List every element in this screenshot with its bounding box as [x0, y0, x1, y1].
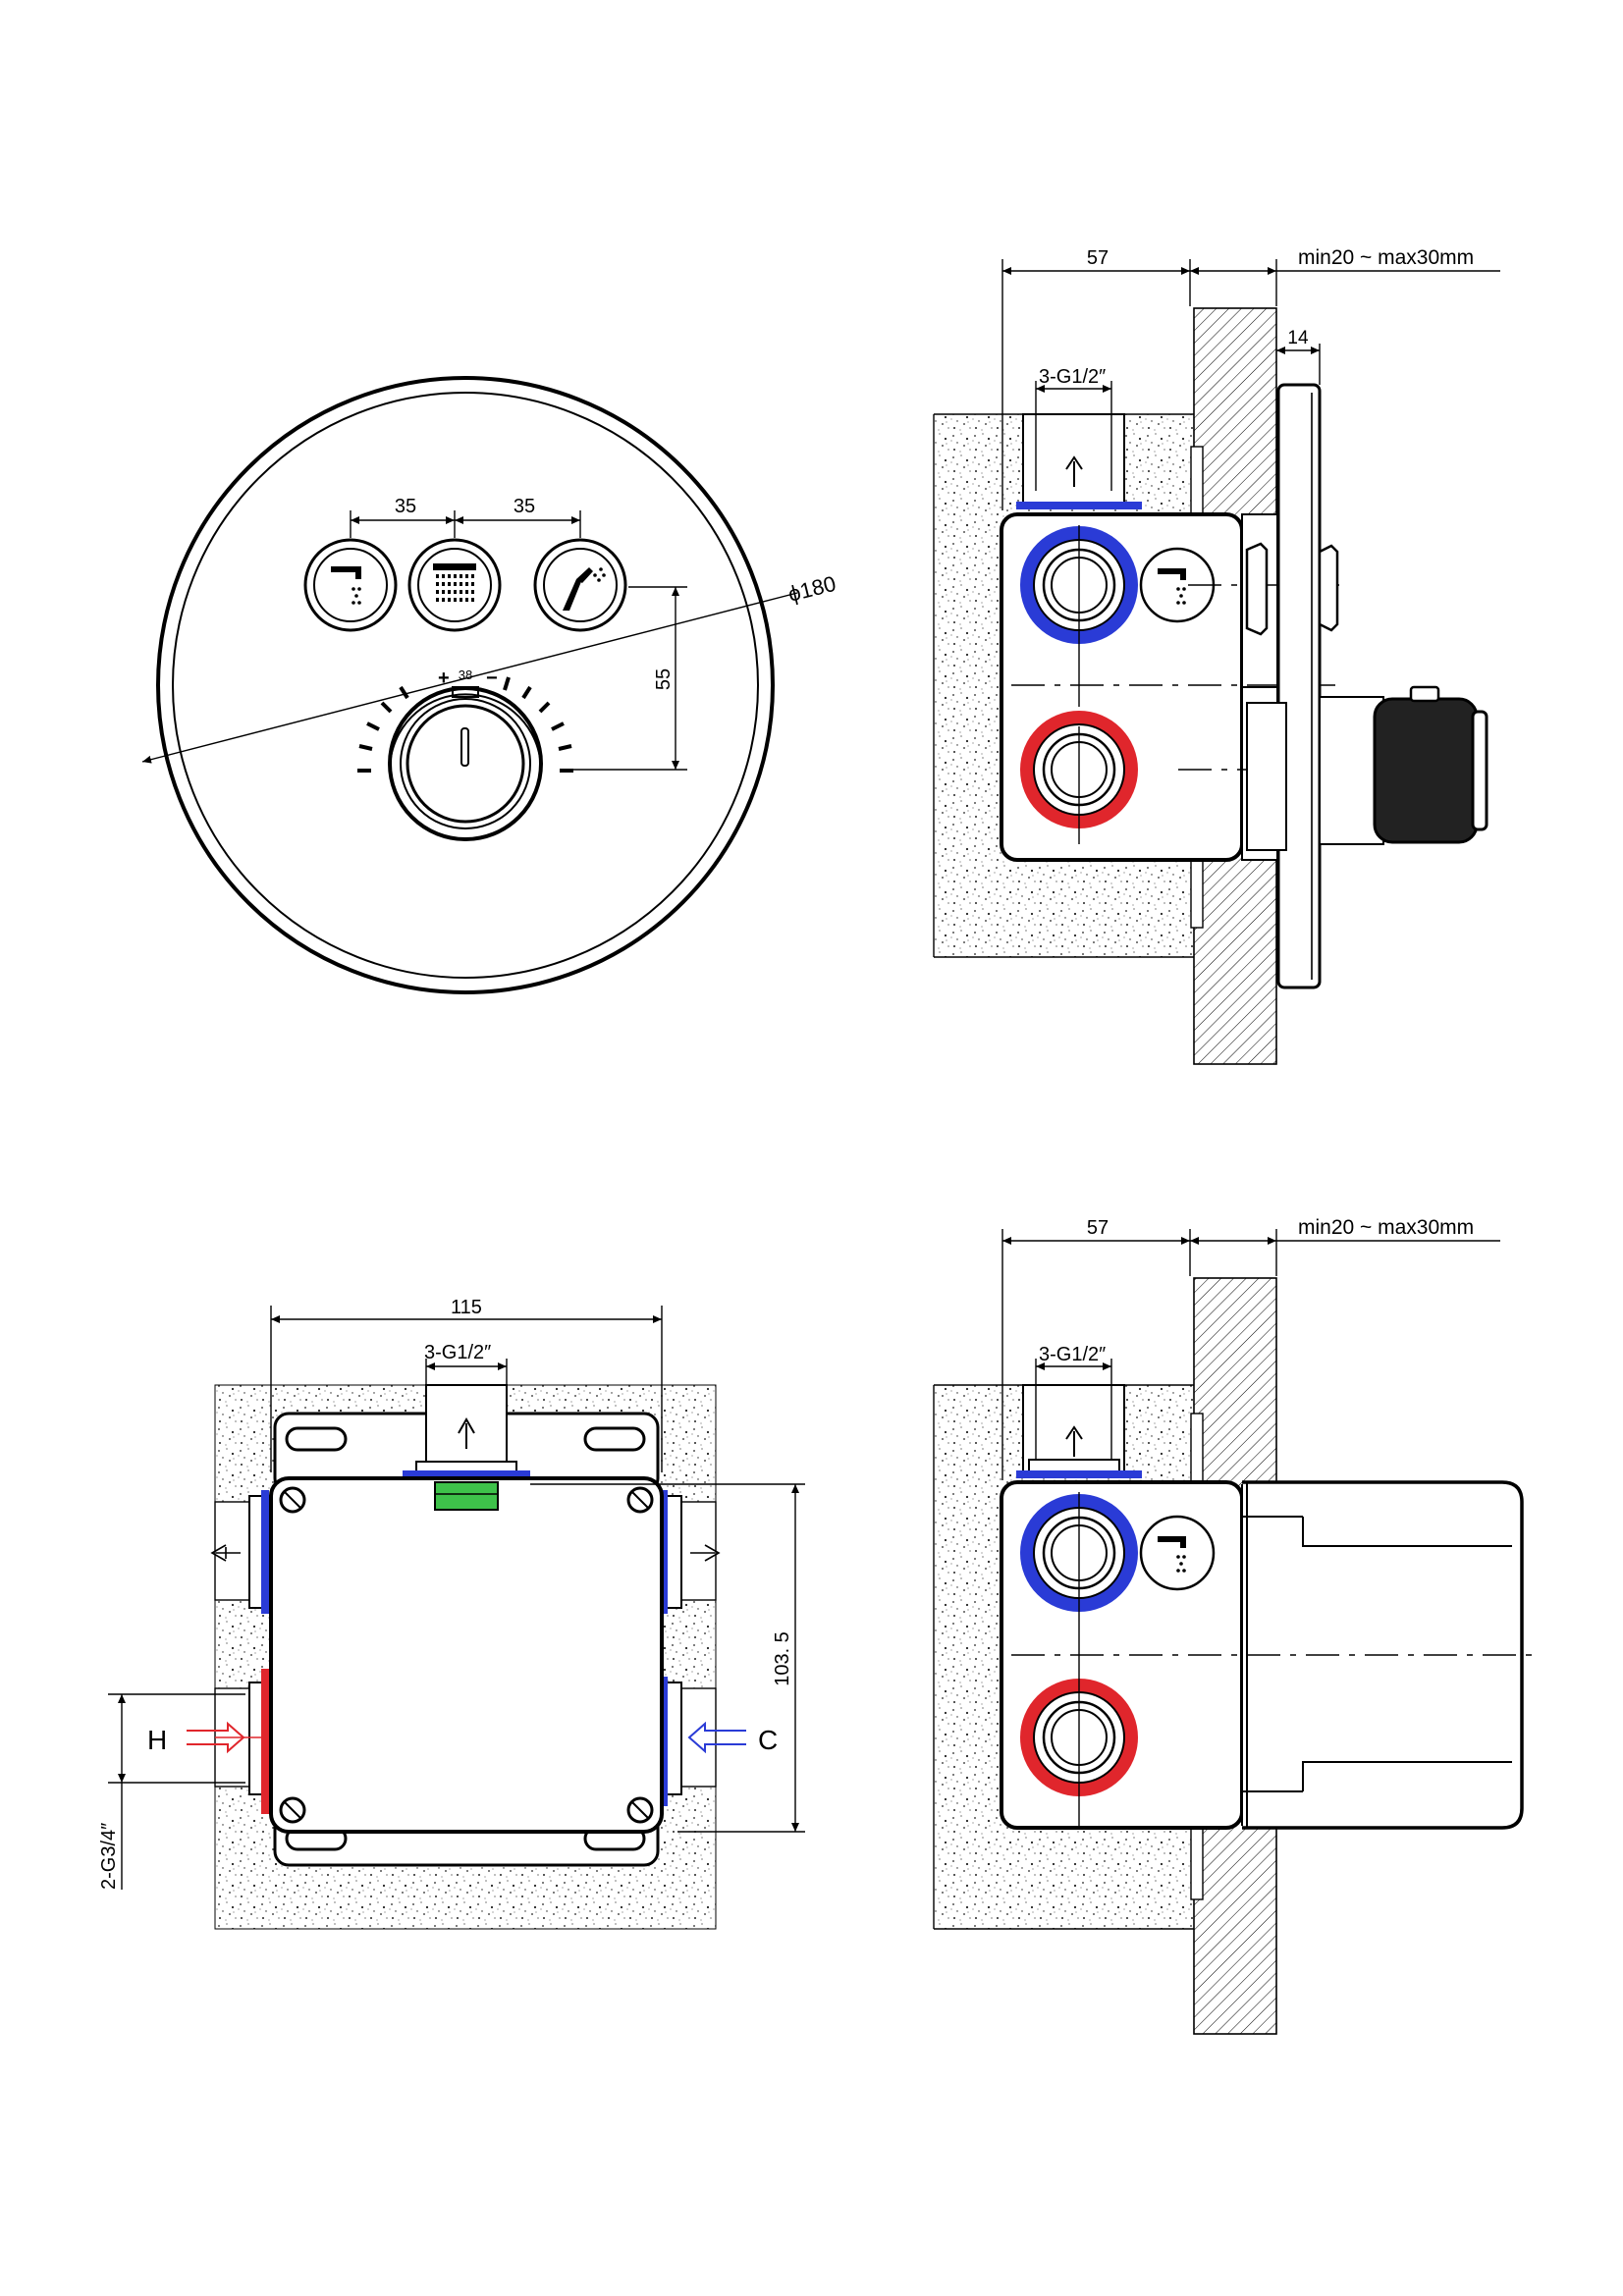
- cover-plate-inner: [172, 392, 759, 979]
- temperature-knob[interactable]: [388, 686, 543, 841]
- flow-arrow-icon: [210, 1544, 241, 1562]
- flow-arrow-icon: [1065, 455, 1083, 487]
- cover-plate-outer: [156, 376, 775, 994]
- outlet-seal-blue-bottom: [1016, 1470, 1142, 1478]
- dim-width: 115: [451, 1297, 482, 1318]
- temp-plus-mark: +: [438, 667, 450, 689]
- dim-outlet-thread-back: 3-G1/2″: [424, 1342, 491, 1363]
- dim-button-spacing-left: 35: [395, 496, 416, 517]
- button-hand-shower[interactable]: [533, 538, 627, 632]
- dim-button-spacing-right: 35: [514, 496, 535, 517]
- knob-indicator: [460, 727, 469, 767]
- outlet-seal-blue: [1016, 502, 1142, 509]
- dim-plate-thickness: 14: [1287, 328, 1309, 348]
- dim-height-to-knob: 55: [653, 668, 675, 690]
- valve-body-back: [269, 1476, 664, 1834]
- dim-wall-range-bottom: min20 ~ max30mm: [1298, 1216, 1474, 1239]
- dim-height: 103. 5: [772, 1631, 793, 1686]
- outlet-seal-top: [403, 1470, 530, 1480]
- inlet-port-red-bottom: [1020, 1679, 1138, 1796]
- cold-arrow-icon: [687, 1721, 746, 1754]
- tub-spout-icon: [331, 566, 361, 605]
- knurled-handle[interactable]: [1373, 697, 1479, 844]
- dim-inlet-thread: 2-G3/4″: [98, 1823, 120, 1890]
- temp-setpoint: 38: [459, 667, 472, 682]
- setpoint-notch: [452, 686, 479, 698]
- side-view-top: 57 min20 ~ max30mm 14 3-G1/2″: [933, 246, 1500, 1065]
- dim-wall-range-top: min20 ~ max30mm: [1298, 246, 1474, 269]
- hot-arrow-icon: [187, 1721, 245, 1754]
- tub-spout-icon: [1139, 1515, 1216, 1591]
- button-tub-spout[interactable]: [303, 538, 398, 632]
- back-view: H C 115 3-G1/2″ 103. 5 2-G3/4″: [98, 1297, 805, 1930]
- hand-shower-icon: [563, 567, 606, 611]
- dim-diameter: ϕ180: [785, 571, 839, 607]
- front-view: 35 35 ϕ180 55: [141, 376, 839, 994]
- dim-depth-bottom: 57: [1087, 1217, 1109, 1239]
- hot-label: H: [147, 1725, 167, 1755]
- cover-plate-side: [1276, 383, 1322, 989]
- temp-minus-mark: −: [486, 667, 498, 689]
- button-rain-shower[interactable]: [407, 538, 502, 632]
- side-view-bottom: 57 min20 ~ max30mm 3-G1/2″: [933, 1216, 1532, 2035]
- dim-depth-top: 57: [1087, 247, 1109, 269]
- hot-seal: [261, 1669, 269, 1814]
- flow-arrow-icon: [690, 1544, 721, 1562]
- dim-outlet-thread-bottom: 3-G1/2″: [1039, 1344, 1106, 1365]
- rain-shower-icon: [433, 563, 476, 602]
- flow-arrow-icon: [1065, 1425, 1083, 1457]
- dim-outlet-thread-top: 3-G1/2″: [1039, 366, 1106, 388]
- cold-label: C: [758, 1725, 778, 1755]
- flow-arrow-icon: [458, 1416, 475, 1449]
- outlet-seal-left: [261, 1490, 269, 1614]
- temperature-scale: [357, 676, 573, 773]
- green-fitting: [434, 1481, 499, 1511]
